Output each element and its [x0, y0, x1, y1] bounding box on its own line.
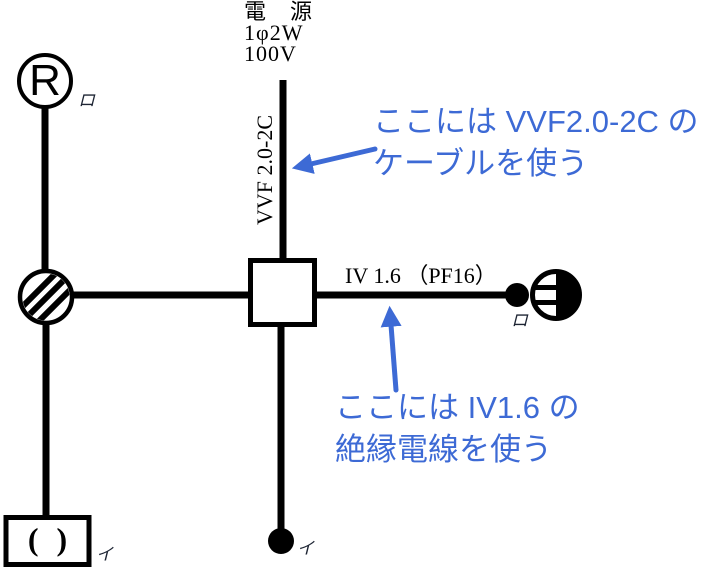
vvf-note-arrow-icon: [291, 146, 378, 174]
joint-box-hatch-lines: [22, 273, 70, 321]
vvf-cable-note-line1: ここには VVF2.0-2C の: [373, 104, 699, 139]
power-source-voltage: 100V: [244, 41, 297, 66]
outlet-box-symbol: [248, 258, 317, 327]
branch-wire-label: IV 1.6 （PF16）: [345, 263, 497, 288]
power-source-label: 電 源 1φ2W 100V: [244, 0, 314, 66]
switch-tag: イ: [297, 539, 314, 558]
outlet-device-symbol: [530, 269, 582, 321]
rosette-glyph: ( ): [27, 521, 73, 557]
vvf-cable-note: ここには VVF2.0-2C の ケーブルを使う: [373, 101, 699, 185]
outlet-device-tag: ロ: [511, 311, 528, 330]
vertical-cable-label: VVF 2.0-2C: [252, 115, 277, 226]
vvf-cable-note-line2: ケーブルを使う: [373, 146, 589, 181]
power-source-title: 電 源: [244, 0, 314, 24]
lamp-receptacle-symbol: [17, 53, 73, 109]
iv-wire-note-line1: ここには IV1.6 の: [335, 390, 580, 425]
receptacle-tag: ロ: [78, 91, 95, 110]
iv-note-arrow-icon: [380, 305, 402, 393]
wires: [41, 80, 510, 532]
conduit-end-dot: [505, 283, 529, 307]
lamp-receptacle-letter: R: [29, 56, 61, 105]
iv-wire-note: ここには IV1.6 の 絶縁電線を使う: [335, 387, 580, 471]
power-source-phase: 1φ2W: [244, 20, 304, 45]
ceiling-rosette-symbol: [3, 515, 92, 567]
rosette-tag: イ: [96, 545, 113, 564]
switch-symbol: [268, 528, 294, 554]
iv-wire-note-line2: 絶縁電線を使う: [335, 432, 552, 467]
joint-box-symbol: [17, 268, 75, 326]
